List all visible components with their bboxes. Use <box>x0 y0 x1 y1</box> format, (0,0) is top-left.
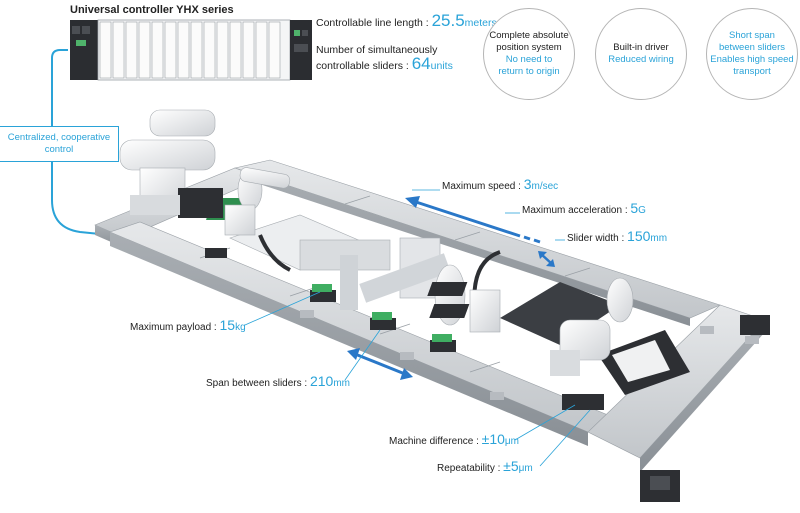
callout-slider-width: Slider width : 150mm <box>567 228 667 244</box>
centralized-line2: control <box>44 144 74 155</box>
feature-3-cyan4: transport <box>733 66 771 77</box>
callout-max-speed: Maximum speed : 3m/sec <box>442 176 558 192</box>
centralized-control-box: Centralized, cooperative control <box>0 126 119 162</box>
spec-line-length: Controllable line length : 25.5meters <box>316 11 497 30</box>
leader-machine <box>514 404 576 441</box>
controller-title: Universal controller YHX series <box>70 4 234 16</box>
span-value: 210 <box>309 373 334 389</box>
sliders-label-2: controllable sliders : <box>316 60 412 72</box>
track-loop <box>94 159 766 472</box>
max-payload-label: Maximum payload : <box>130 322 220 333</box>
slider-width-value: 150 <box>627 228 651 244</box>
max-speed-unit: m/sec <box>531 181 559 192</box>
max-speed-value: 3 <box>523 176 532 192</box>
span-label: Span between sliders : <box>206 378 310 389</box>
leader-repeat <box>539 409 591 467</box>
controller-unit <box>70 19 312 81</box>
spec-sliders: Number of simultaneously controllable sl… <box>316 44 453 73</box>
feature-short-span: Short span between sliders Enables high … <box>706 8 798 100</box>
max-payload-unit: kg <box>235 322 246 333</box>
feature-1-line2: position system <box>496 42 562 53</box>
sliders-value: 64 <box>411 54 431 73</box>
max-speed-label: Maximum speed : <box>442 181 524 192</box>
feature-1-line1: Complete absolute <box>489 30 569 41</box>
callout-machine-difference: Machine difference : ±10μm <box>389 431 519 447</box>
width-arrow <box>538 251 555 267</box>
slider-width-label: Slider width : <box>567 233 628 244</box>
max-payload-value: 15 <box>219 317 236 333</box>
sliders-unit: units <box>430 60 453 72</box>
max-accel-unit: G <box>638 205 646 216</box>
slider-width-unit: mm <box>650 233 668 244</box>
max-accel-label: Maximum acceleration : <box>522 205 631 216</box>
feature-3-cyan3: Enables high speed <box>710 54 794 65</box>
max-accel-value: 5 <box>630 200 639 216</box>
line-length-label: Controllable line length : <box>316 17 432 29</box>
machine-diff-label: Machine difference : <box>389 436 482 447</box>
callout-span: Span between sliders : 210mm <box>206 373 350 389</box>
scara-robot-left <box>119 109 223 218</box>
repeatability-value: ±5 <box>503 458 519 474</box>
feature-3-cyan1: Short span <box>729 30 775 41</box>
speed-arrow <box>405 196 541 244</box>
line-length-unit: meters <box>464 17 497 29</box>
span-unit: mm <box>333 378 350 389</box>
feature-absolute-position: Complete absolute position system No nee… <box>483 8 575 100</box>
machine-diff-unit: μm <box>504 436 520 447</box>
leader-span <box>344 329 381 381</box>
centralized-line1: Centralized, cooperative <box>7 132 111 143</box>
articulated-robot-middle <box>224 167 291 272</box>
line-length-value: 25.5 <box>431 11 465 30</box>
feature-1-cyan1: No need to <box>505 54 553 65</box>
repeatability-label: Repeatability : <box>437 463 504 474</box>
feature-2-cyan1: Reduced wiring <box>608 54 674 65</box>
feature-1-cyan2: return to origin <box>498 66 560 77</box>
feature-built-in-driver: Built-in driver Reduced wiring <box>595 8 687 100</box>
span-arrow <box>347 348 413 380</box>
sliders-label-1: Number of simultaneously <box>316 44 438 56</box>
callout-repeatability: Repeatability : ±5μm <box>437 458 533 474</box>
callout-max-payload: Maximum payload : 15kg <box>130 317 246 333</box>
repeatability-unit: μm <box>518 463 533 474</box>
feature-3-cyan2: between sliders <box>718 42 785 53</box>
callout-max-accel: Maximum acceleration : 5G <box>522 200 646 216</box>
machine-diff-value: ±10 <box>481 431 505 447</box>
right-workcell <box>427 277 690 395</box>
leader-payload <box>244 291 321 326</box>
feature-2-line1: Built-in driver <box>613 42 669 53</box>
